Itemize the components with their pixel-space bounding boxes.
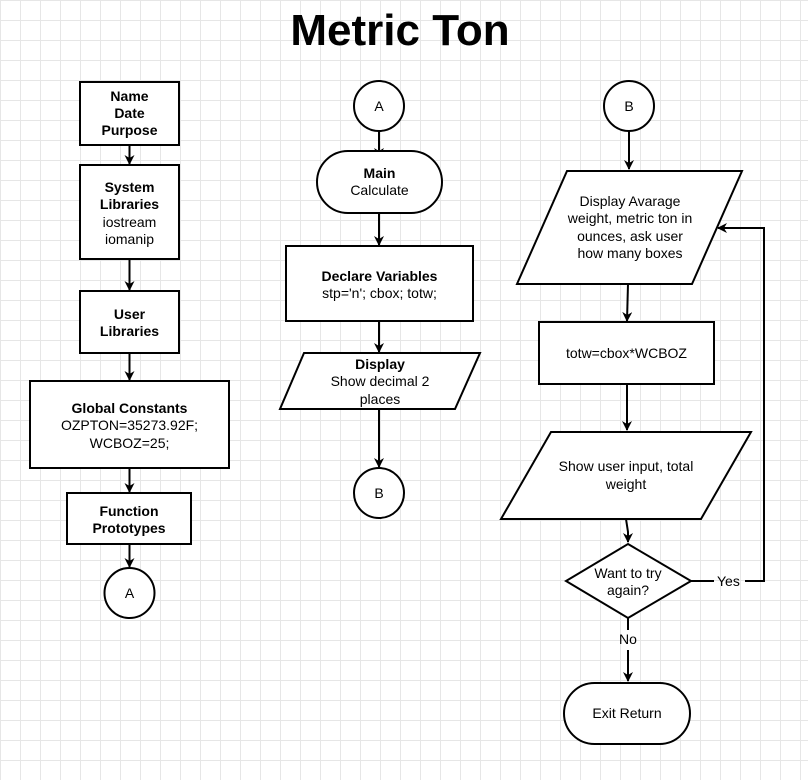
connector-a-out-label: A xyxy=(125,585,135,601)
display-average-line-1: Display Avarage xyxy=(580,193,681,209)
try-again-line-1: Want to try xyxy=(594,565,661,581)
calc-totw-box: totw=cbox*WCBOZ xyxy=(538,321,715,385)
declare-heading: Declare Variables xyxy=(322,268,438,284)
prototypes-line-1: Function xyxy=(99,503,158,519)
arrow-yes-loop-to-display-average xyxy=(717,223,765,582)
arrow-display-average-to-calc xyxy=(622,283,633,322)
declare-variables-box: Declare Variables stp='n'; cbox; totw; xyxy=(285,245,474,322)
syslibs-line-1: System xyxy=(105,179,155,195)
main-terminal: Main Calculate xyxy=(316,150,443,214)
function-prototypes-box: Function Prototypes xyxy=(66,492,192,545)
user-libraries-box: User Libraries xyxy=(79,290,180,354)
connector-b-out: B xyxy=(353,467,405,519)
global-constants-box: Global Constants OZPTON=35273.92F; WCBOZ… xyxy=(29,380,230,469)
calc-totw-label: totw=cbox*WCBOZ xyxy=(566,345,687,361)
display-heading: Display xyxy=(355,356,405,372)
display-decimal-parallelogram: Display Show decimal 2 places xyxy=(278,352,482,410)
try-again-decision: Want to try again? xyxy=(564,542,693,620)
display-sub-2: places xyxy=(360,391,400,407)
show-input-parallelogram: Show user input, total weight xyxy=(499,431,753,520)
declare-sub: stp='n'; cbox; totw; xyxy=(322,285,437,301)
userlibs-line-1: User xyxy=(114,306,146,322)
syslibs-sub-1: iostream xyxy=(103,214,157,230)
constants-sub-2: WCBOZ=25; xyxy=(90,435,170,451)
try-again-line-2: again? xyxy=(607,582,649,598)
constants-heading: Global Constants xyxy=(72,400,188,416)
display-sub-1: Show decimal 2 xyxy=(331,373,430,389)
exit-label: Exit Return xyxy=(592,705,661,721)
diagram-title: Metric Ton xyxy=(290,6,510,55)
show-input-line-2: weight xyxy=(605,476,647,492)
userlibs-line-2: Libraries xyxy=(100,323,159,339)
header-box: Name Date Purpose xyxy=(79,81,180,146)
display-average-parallelogram: Display Avarage weight, metric ton in ou… xyxy=(515,170,744,285)
syslibs-line-2: Libraries xyxy=(100,196,159,212)
constants-sub-1: OZPTON=35273.92F; xyxy=(61,417,198,433)
connector-a-in: A xyxy=(353,80,405,132)
connector-a-out: A xyxy=(103,567,156,619)
yes-label: Yes xyxy=(717,573,740,589)
prototypes-line-2: Prototypes xyxy=(92,520,165,536)
main-sub: Calculate xyxy=(350,182,409,198)
arrow-show-input-to-decision xyxy=(623,518,633,543)
connector-b-in-label: B xyxy=(624,98,633,114)
connector-a-in-label: A xyxy=(374,98,384,114)
display-average-line-3: ounces, ask user xyxy=(577,228,683,244)
main-heading: Main xyxy=(364,165,396,181)
header-line-3: Purpose xyxy=(101,122,157,138)
header-line-2: Date xyxy=(114,105,145,121)
display-average-line-4: how many boxes xyxy=(577,245,682,261)
header-line-1: Name xyxy=(110,88,148,104)
syslibs-sub-2: iomanip xyxy=(105,231,154,247)
connector-b-in: B xyxy=(603,80,655,132)
show-input-line-1: Show user input, total xyxy=(559,458,694,474)
exit-terminal: Exit Return xyxy=(563,682,691,745)
display-average-line-2: weight, metric ton in xyxy=(567,210,693,226)
connector-b-out-label: B xyxy=(374,485,383,501)
system-libraries-box: System Libraries iostream iomanip xyxy=(79,164,180,260)
no-label: No xyxy=(619,631,637,647)
